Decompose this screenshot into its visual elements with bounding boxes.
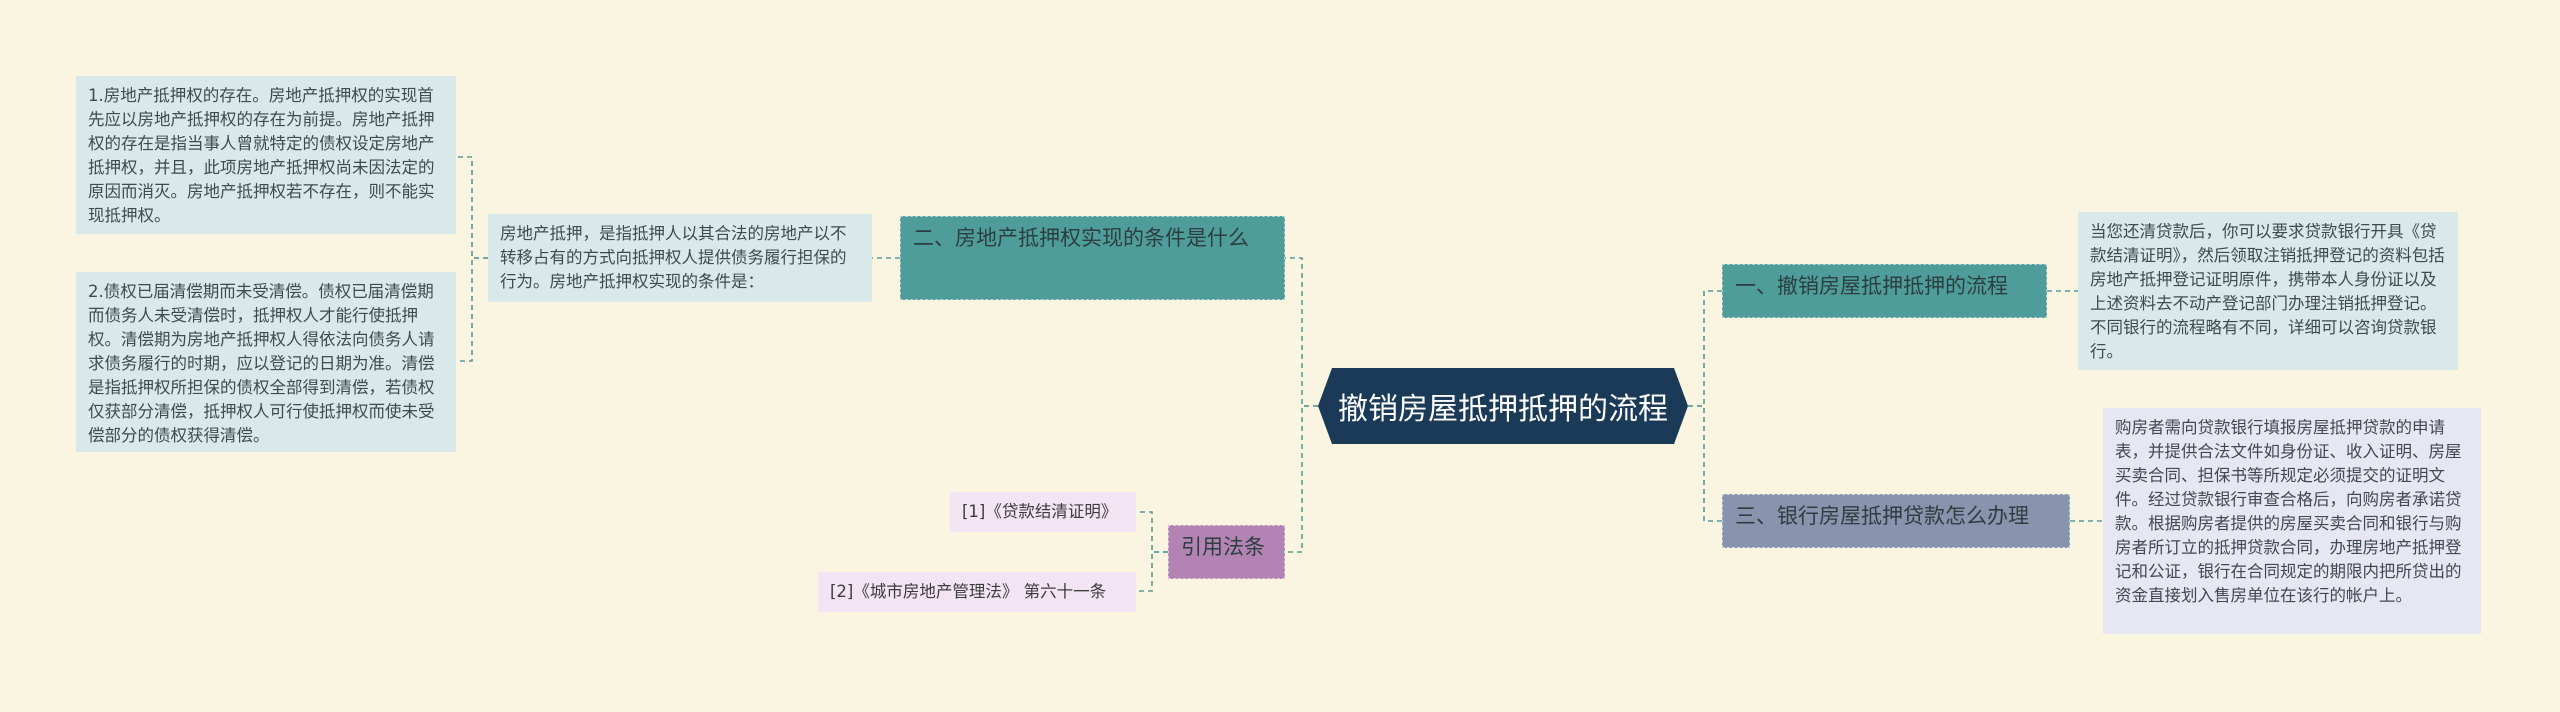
leaf-mortgage-definition: 房地产抵押，是指抵押人以其合法的房地产以不转移占有的方式向抵押权人提供债务履行担…	[488, 214, 872, 302]
leaf-text: 当您还清贷款后，你可以要求贷款银行开具《贷款结清证明》，然后领取注销抵押登记的资…	[2090, 222, 2445, 361]
branch-mortgage-conditions[interactable]: 二、房地产抵押权实现的条件是什么	[900, 216, 1285, 300]
branch-revoke-process[interactable]: 一、撤销房屋抵押抵押的流程	[1722, 264, 2047, 318]
leaf-text: 房地产抵押，是指抵押人以其合法的房地产以不转移占有的方式向抵押权人提供债务履行担…	[500, 224, 847, 291]
connector-root-b3	[1688, 405, 1722, 522]
connector-refs-ref1	[1136, 511, 1168, 553]
citation-loan-clearance[interactable]: [1]《贷款结清证明》	[950, 492, 1136, 532]
connector-root-b1	[1688, 290, 1722, 407]
branch-loan-process[interactable]: 三、银行房屋抵押贷款怎么办理	[1722, 494, 2070, 548]
leaf-text: 2.债权已届清偿期而未受清偿。债权已届清偿期而债务人未受清偿时，抵押权人才能行使…	[88, 282, 435, 445]
leaf-text: 1.房地产抵押权的存在。房地产抵押权的实现首先应以房地产抵押权的存在为前提。房地…	[88, 86, 435, 225]
leaf-revoke-detail: 当您还清贷款后，你可以要求贷款银行开具《贷款结清证明》，然后领取注销抵押登记的资…	[2078, 212, 2458, 370]
root-node[interactable]: 撤销房屋抵押抵押的流程	[1318, 368, 1688, 444]
connector-root-refs	[1285, 405, 1318, 553]
connector-mid-item2	[456, 257, 488, 362]
root-label: 撤销房屋抵押抵押的流程	[1338, 392, 1668, 427]
citation-real-estate-law[interactable]: [2]《城市房地产管理法》 第六十一条	[818, 572, 1136, 612]
citation-text: [2]《城市房地产管理法》 第六十一条	[830, 582, 1107, 601]
leaf-condition-1: 1.房地产抵押权的存在。房地产抵押权的实现首先应以房地产抵押权的存在为前提。房地…	[76, 76, 456, 234]
connector-refs-ref2	[1136, 551, 1168, 592]
leaf-loan-detail: 购房者需向贷款银行填报房屋抵押贷款的申请表，并提供合法文件如身份证、收入证明、房…	[2103, 408, 2481, 634]
branch-label: 三、银行房屋抵押贷款怎么办理	[1735, 504, 2029, 528]
leaf-condition-2: 2.债权已届清偿期而未受清偿。债权已届清偿期而债务人未受清偿时，抵押权人才能行使…	[76, 272, 456, 452]
branch-label: 一、撤销房屋抵押抵押的流程	[1735, 274, 2008, 298]
branch-label: 引用法条	[1181, 535, 1265, 559]
connector-root-b2	[1285, 257, 1318, 407]
branch-cited-laws[interactable]: 引用法条	[1168, 525, 1285, 579]
leaf-text: 购房者需向贷款银行填报房屋抵押贷款的申请表，并提供合法文件如身份证、收入证明、房…	[2115, 418, 2462, 605]
branch-label: 二、房地产抵押权实现的条件是什么	[913, 226, 1249, 250]
connector-mid-item1	[456, 156, 488, 259]
citation-text: [1]《贷款结清证明》	[962, 502, 1118, 521]
